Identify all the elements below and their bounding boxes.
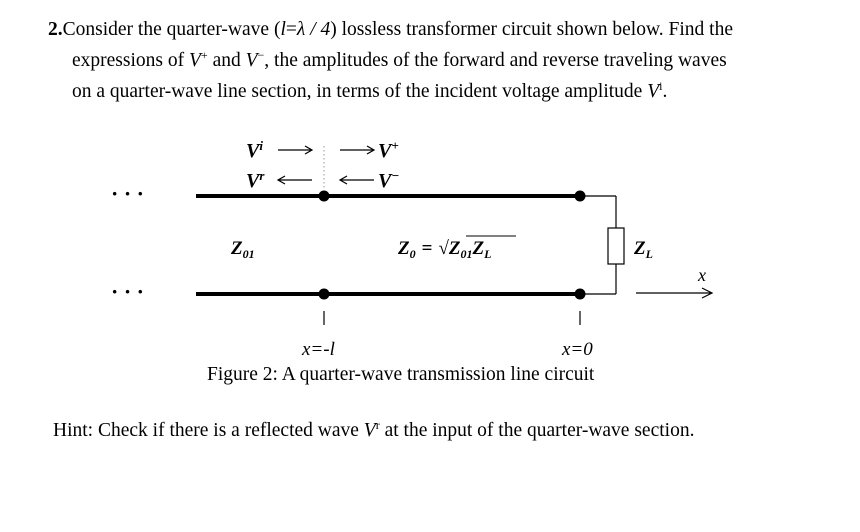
label-z0-formula: Z0=√Z01ZL [397,238,491,261]
arrow-incident-right [278,145,314,155]
load-impedance-box [607,227,625,265]
problem-number: 2. [48,19,63,40]
label-zl: ZL [633,238,653,261]
problem-line-2: expressions of V+ and V−, the amplitudes… [72,48,727,71]
label-v-incident: Vi [246,138,263,162]
problem-line-3: on a quarter-wave line section, in terms… [72,79,668,102]
junction-dot-top-left [318,190,330,202]
label-x-zero: x=0 [561,339,593,360]
arrow-reverse-left [338,175,374,185]
arrow-forward-right [340,145,376,155]
label-x-minus-l: x=-l [301,339,335,360]
junction-dot-bottom-left [318,288,330,300]
problem-statement: 2.Consider the quarter-wave (l=λ / 4) lo… [48,14,838,107]
dots-bottom: · · · [111,279,144,304]
figure-caption: Figure 2: A quarter-wave transmission li… [207,364,595,385]
label-v-plus: V+ [378,138,399,162]
label-v-minus: V− [378,168,399,192]
junction-dot-top-right [574,190,586,202]
x-axis-arrow [636,287,714,299]
label-z01: Z01 [230,238,255,261]
hint-text: Hint: Check if there is a reflected wave… [53,418,695,441]
problem-line-1: 2.Consider the quarter-wave (l=λ / 4) lo… [48,19,733,40]
label-v-reflected: Vr [246,168,265,192]
label-x-axis: x [697,265,706,285]
wave-arrows [276,145,714,299]
dots-top: · · · [111,181,144,206]
arrow-reflected-left [276,175,312,185]
junction-dot-bottom-right [574,288,586,300]
